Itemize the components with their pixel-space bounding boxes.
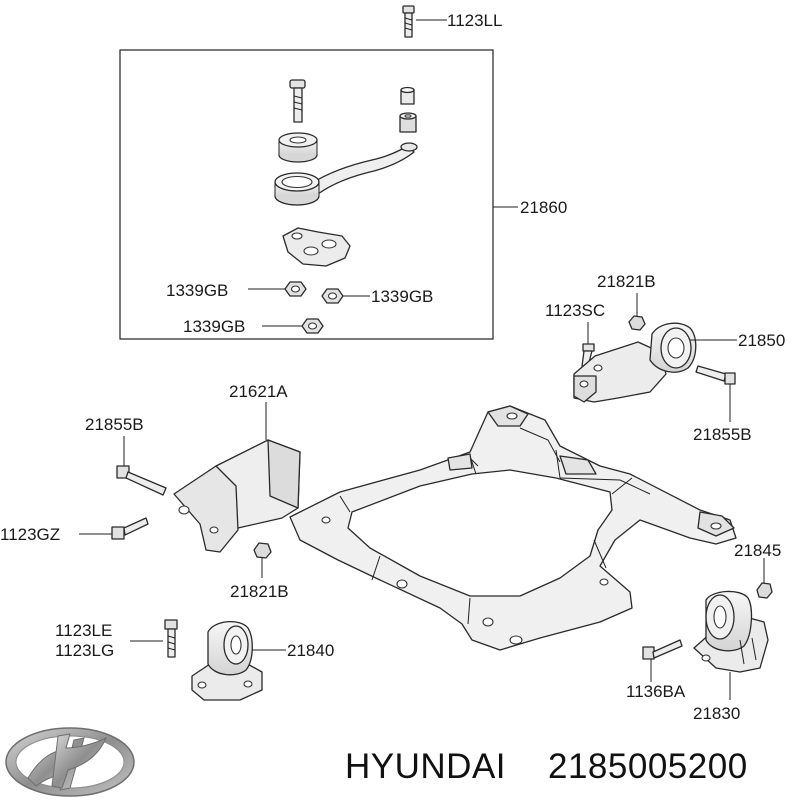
bolt-1123GZ — [111, 517, 149, 540]
nut-1339GB-c — [301, 318, 324, 334]
bolt-1123LE-1123LG — [164, 619, 178, 658]
label-21821B-bottom: 21821B — [230, 582, 289, 601]
nut-21821B-top — [628, 315, 646, 331]
mount-21850 — [573, 322, 697, 403]
nut-21845 — [756, 582, 773, 599]
label-21821B-top: 21821B — [597, 272, 656, 291]
label-21830: 21830 — [693, 704, 740, 723]
bolt-1123LL — [402, 5, 447, 38]
label-21855B-left: 21855B — [85, 415, 144, 434]
label-21840: 21840 — [287, 641, 334, 660]
subframe-crossmember — [289, 405, 737, 651]
torque-rod-assembly — [274, 79, 418, 267]
label-21621A: 21621A — [229, 382, 288, 401]
label-1339GB-b: 1339GB — [371, 287, 433, 306]
bracket-21621A — [173, 439, 301, 553]
assembly-box-21860 — [119, 49, 494, 340]
label-1123GZ: 1123GZ — [0, 525, 60, 544]
label-1339GB-c: 1339GB — [183, 317, 245, 336]
nut-1339GB-b — [321, 288, 344, 304]
label-1123LL: 1123LL — [447, 11, 502, 30]
label-21850: 21850 — [738, 331, 785, 350]
bolt-21855B-right — [695, 365, 736, 385]
label-1136BA: 1136BA — [626, 682, 686, 701]
mount-21840 — [191, 621, 263, 701]
nut-21821B-bottom — [253, 542, 272, 559]
label-21860: 21860 — [520, 198, 567, 217]
label-1123LE: 1123LE — [55, 621, 112, 640]
mount-21830 — [693, 590, 769, 673]
nut-1339GB-a — [284, 281, 307, 297]
caption-brand: HYUNDAI — [345, 747, 506, 786]
label-1123SC: 1123SC — [545, 301, 605, 320]
label-1339GB-a: 1339GB — [166, 281, 228, 300]
bolt-21855B-left — [116, 465, 167, 496]
bolt-1136BA — [642, 639, 683, 660]
caption-part-number: 2185005200 — [548, 747, 748, 786]
label-21845: 21845 — [734, 541, 781, 560]
label-21855B-right: 21855B — [693, 425, 752, 444]
hyundai-logo-icon — [5, 727, 135, 797]
label-1123LG: 1123LG — [55, 641, 114, 660]
